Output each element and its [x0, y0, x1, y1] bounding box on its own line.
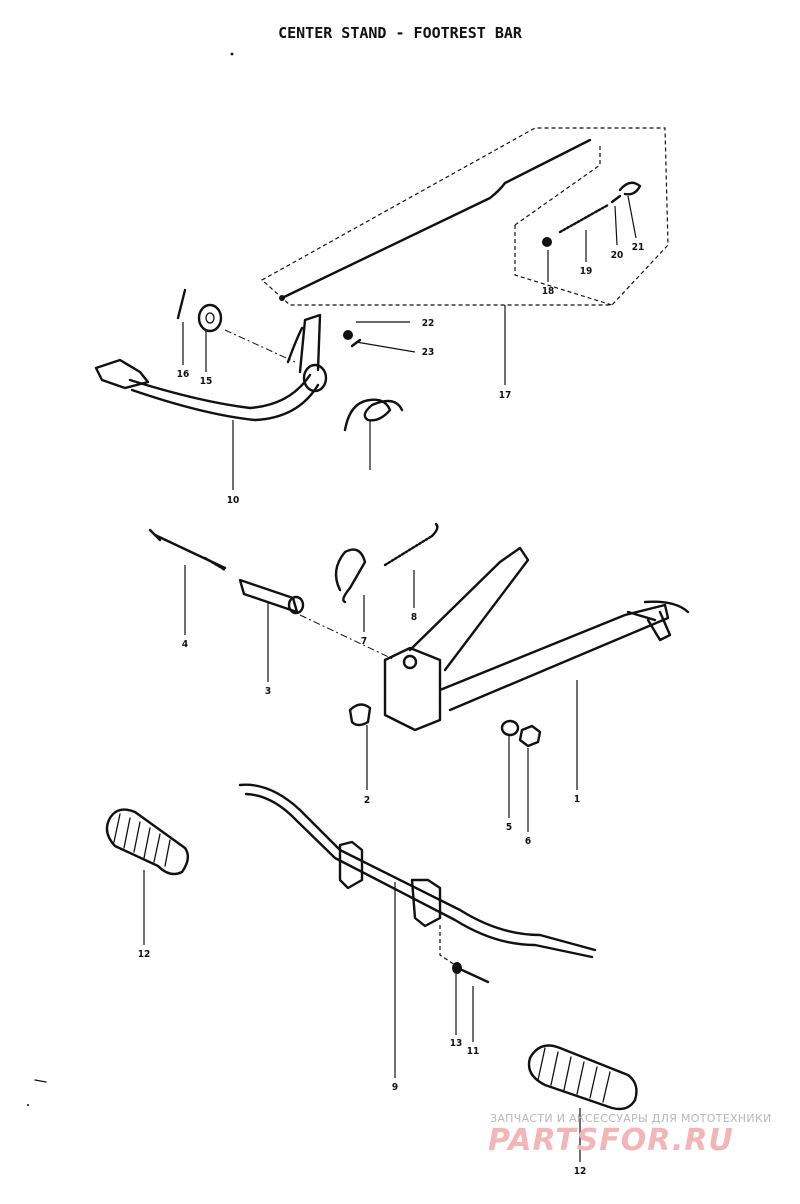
callout-12-left: 12 — [138, 949, 151, 960]
callout-12-right: 12 — [574, 1166, 587, 1177]
callout-9: 9 — [392, 1082, 398, 1093]
brake-pedal-arm — [128, 373, 320, 422]
nut-6 — [518, 724, 542, 748]
pedal-washer — [197, 303, 223, 333]
pedal-pin — [176, 288, 187, 320]
pin-20 — [610, 194, 622, 204]
footrest-rubber-left — [105, 808, 190, 876]
stray-mark — [230, 52, 234, 56]
pedal-axis-line — [224, 329, 296, 363]
pedal-washer-hole — [205, 312, 215, 324]
clip-21 — [618, 181, 642, 196]
lock-washer-13 — [452, 962, 462, 974]
callout-5: 5 — [506, 822, 512, 833]
stand-spring-8 — [383, 534, 434, 567]
callout-18-top: 18 — [542, 286, 555, 297]
brake-pedal-pad — [94, 358, 150, 390]
stand-spring-8-hook — [430, 522, 439, 538]
footrest-bracket-left — [338, 840, 364, 890]
callout-15: 15 — [200, 376, 213, 387]
callout-8: 8 — [411, 612, 417, 623]
stand-axis-line — [299, 614, 396, 661]
brake-pedal-lever — [286, 313, 322, 374]
callout-22: 22 — [422, 318, 435, 329]
callout-19: 19 — [580, 266, 593, 277]
bolt-4-head — [148, 528, 162, 542]
rod-nut-18 — [542, 237, 552, 247]
leader-lines — [143, 195, 637, 1162]
spring-hook-7 — [334, 548, 367, 604]
rod-end — [279, 295, 285, 301]
callout-20: 20 — [611, 250, 624, 261]
callout-4: 4 — [182, 639, 188, 650]
callout-10: 10 — [227, 495, 240, 506]
callout-3: 3 — [265, 686, 271, 697]
diagram-title: CENTER STAND - FOOTREST BAR — [278, 24, 523, 42]
stray-mark — [34, 1079, 47, 1083]
part-22 — [343, 330, 353, 340]
stray-mark — [27, 1104, 29, 1106]
bolt-line — [439, 925, 456, 966]
watermark-tagline: ЗАПЧАСТИ И АКСЕССУАРЫ ДЛЯ МОТОТЕХНИКИ — [490, 1112, 772, 1125]
footrest-rubber-right-ribs — [537, 1047, 611, 1103]
rod-subassembly-outline — [514, 145, 613, 306]
footrest-rubber-right — [527, 1044, 638, 1111]
bolt-4-thread — [203, 556, 227, 572]
center-stand-1 — [383, 546, 690, 732]
return-spring-14 — [343, 398, 404, 432]
brake-pedal-boss — [302, 363, 328, 393]
callout-16: 16 — [177, 369, 190, 380]
callout-13: 13 — [450, 1038, 463, 1049]
brake-rod — [280, 138, 592, 300]
footrest-rubber-left-ribs — [113, 813, 171, 867]
callout-23: 23 — [422, 347, 435, 358]
footrest-bracket-right — [410, 878, 442, 928]
bolt-11 — [460, 968, 490, 984]
part-23 — [350, 338, 362, 348]
callout-17: 17 — [499, 390, 512, 401]
center-stand-foot — [646, 610, 672, 642]
callout-7: 7 — [361, 636, 367, 647]
callout-6: 6 — [525, 836, 531, 847]
callout-1: 1 — [574, 794, 580, 805]
pivot-shaft-end — [287, 595, 305, 615]
center-stand-bushing — [402, 654, 418, 670]
callout-11: 11 — [467, 1046, 480, 1057]
callout-2: 2 — [364, 795, 370, 806]
rod-spring-19 — [558, 203, 610, 234]
watermark-brand: PARTSFOR.RU — [488, 1123, 734, 1158]
stand-cap-2 — [348, 703, 372, 727]
footrest-bar-9 — [238, 783, 597, 959]
callout-21: 21 — [632, 242, 645, 253]
washer-5 — [500, 719, 520, 737]
